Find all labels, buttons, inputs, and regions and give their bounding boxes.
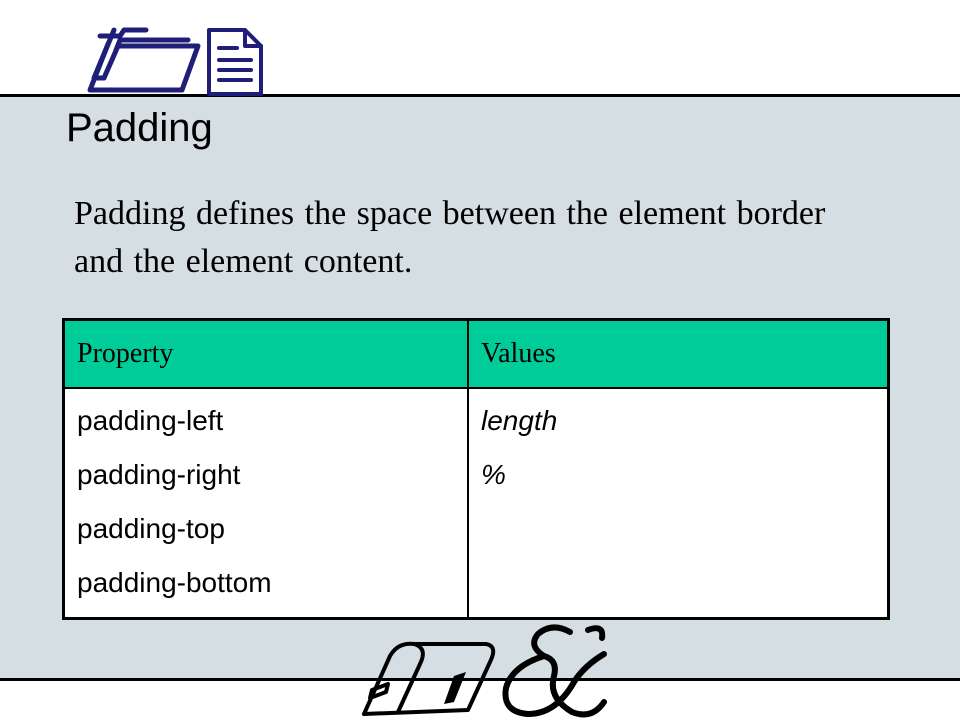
padding-properties-table: Property Values padding-left padding-rig…: [62, 318, 890, 620]
value-item: length: [481, 405, 558, 436]
property-item: padding-left: [77, 405, 224, 436]
slide-title: Padding: [66, 106, 213, 150]
table-row: padding-left padding-right padding-top p…: [62, 387, 890, 620]
property-item: padding-right: [77, 459, 241, 490]
property-item: padding-bottom: [77, 567, 272, 598]
table-header-row: Property Values: [62, 318, 890, 389]
top-rule: [0, 94, 960, 97]
value-item: %: [481, 459, 506, 490]
mailbox-icon: [362, 641, 496, 716]
header-property: Property: [62, 318, 469, 389]
document-icon: [207, 28, 263, 96]
property-item: padding-top: [77, 513, 225, 544]
ampersand-icon: [502, 624, 607, 718]
header-values: Values: [467, 318, 890, 389]
folder-icon: [87, 27, 201, 93]
values-cell: length %: [467, 387, 890, 620]
property-cell: padding-left padding-right padding-top p…: [62, 387, 469, 620]
body-paragraph: Padding defines the space between the el…: [74, 195, 826, 280]
